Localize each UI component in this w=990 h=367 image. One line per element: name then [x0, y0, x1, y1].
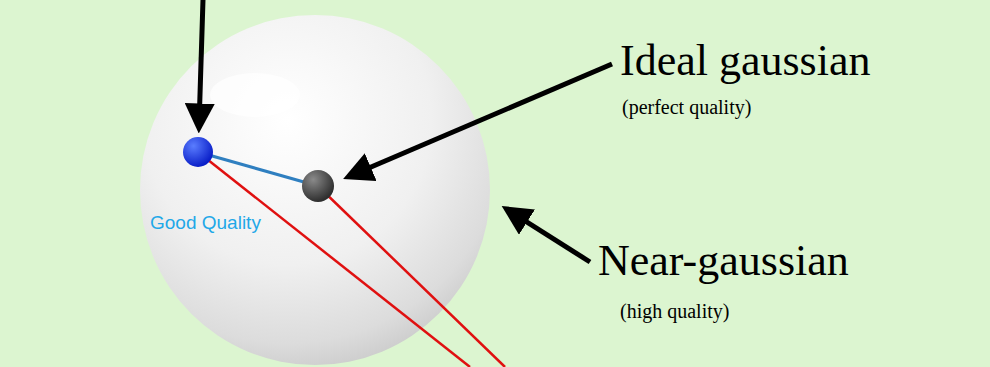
distance-line: [198, 152, 318, 186]
red-line: [198, 152, 470, 367]
callout-title: Ideal gaussian: [620, 36, 870, 87]
red-line: [318, 186, 505, 367]
callout-title: Near-gaussian: [598, 236, 849, 287]
arrow: [199, 0, 203, 126]
point-label: Good Quality: [150, 212, 261, 234]
arrow: [508, 210, 590, 262]
sphere-highlight: [210, 73, 300, 117]
arrow: [350, 64, 612, 176]
good-quality-ball: [183, 137, 213, 167]
callout-note: (high quality): [620, 300, 729, 323]
near-gaussian-sphere: [140, 15, 490, 365]
callout-note: (perfect quality): [622, 96, 751, 119]
ideal-gaussian-ball: [302, 170, 334, 202]
